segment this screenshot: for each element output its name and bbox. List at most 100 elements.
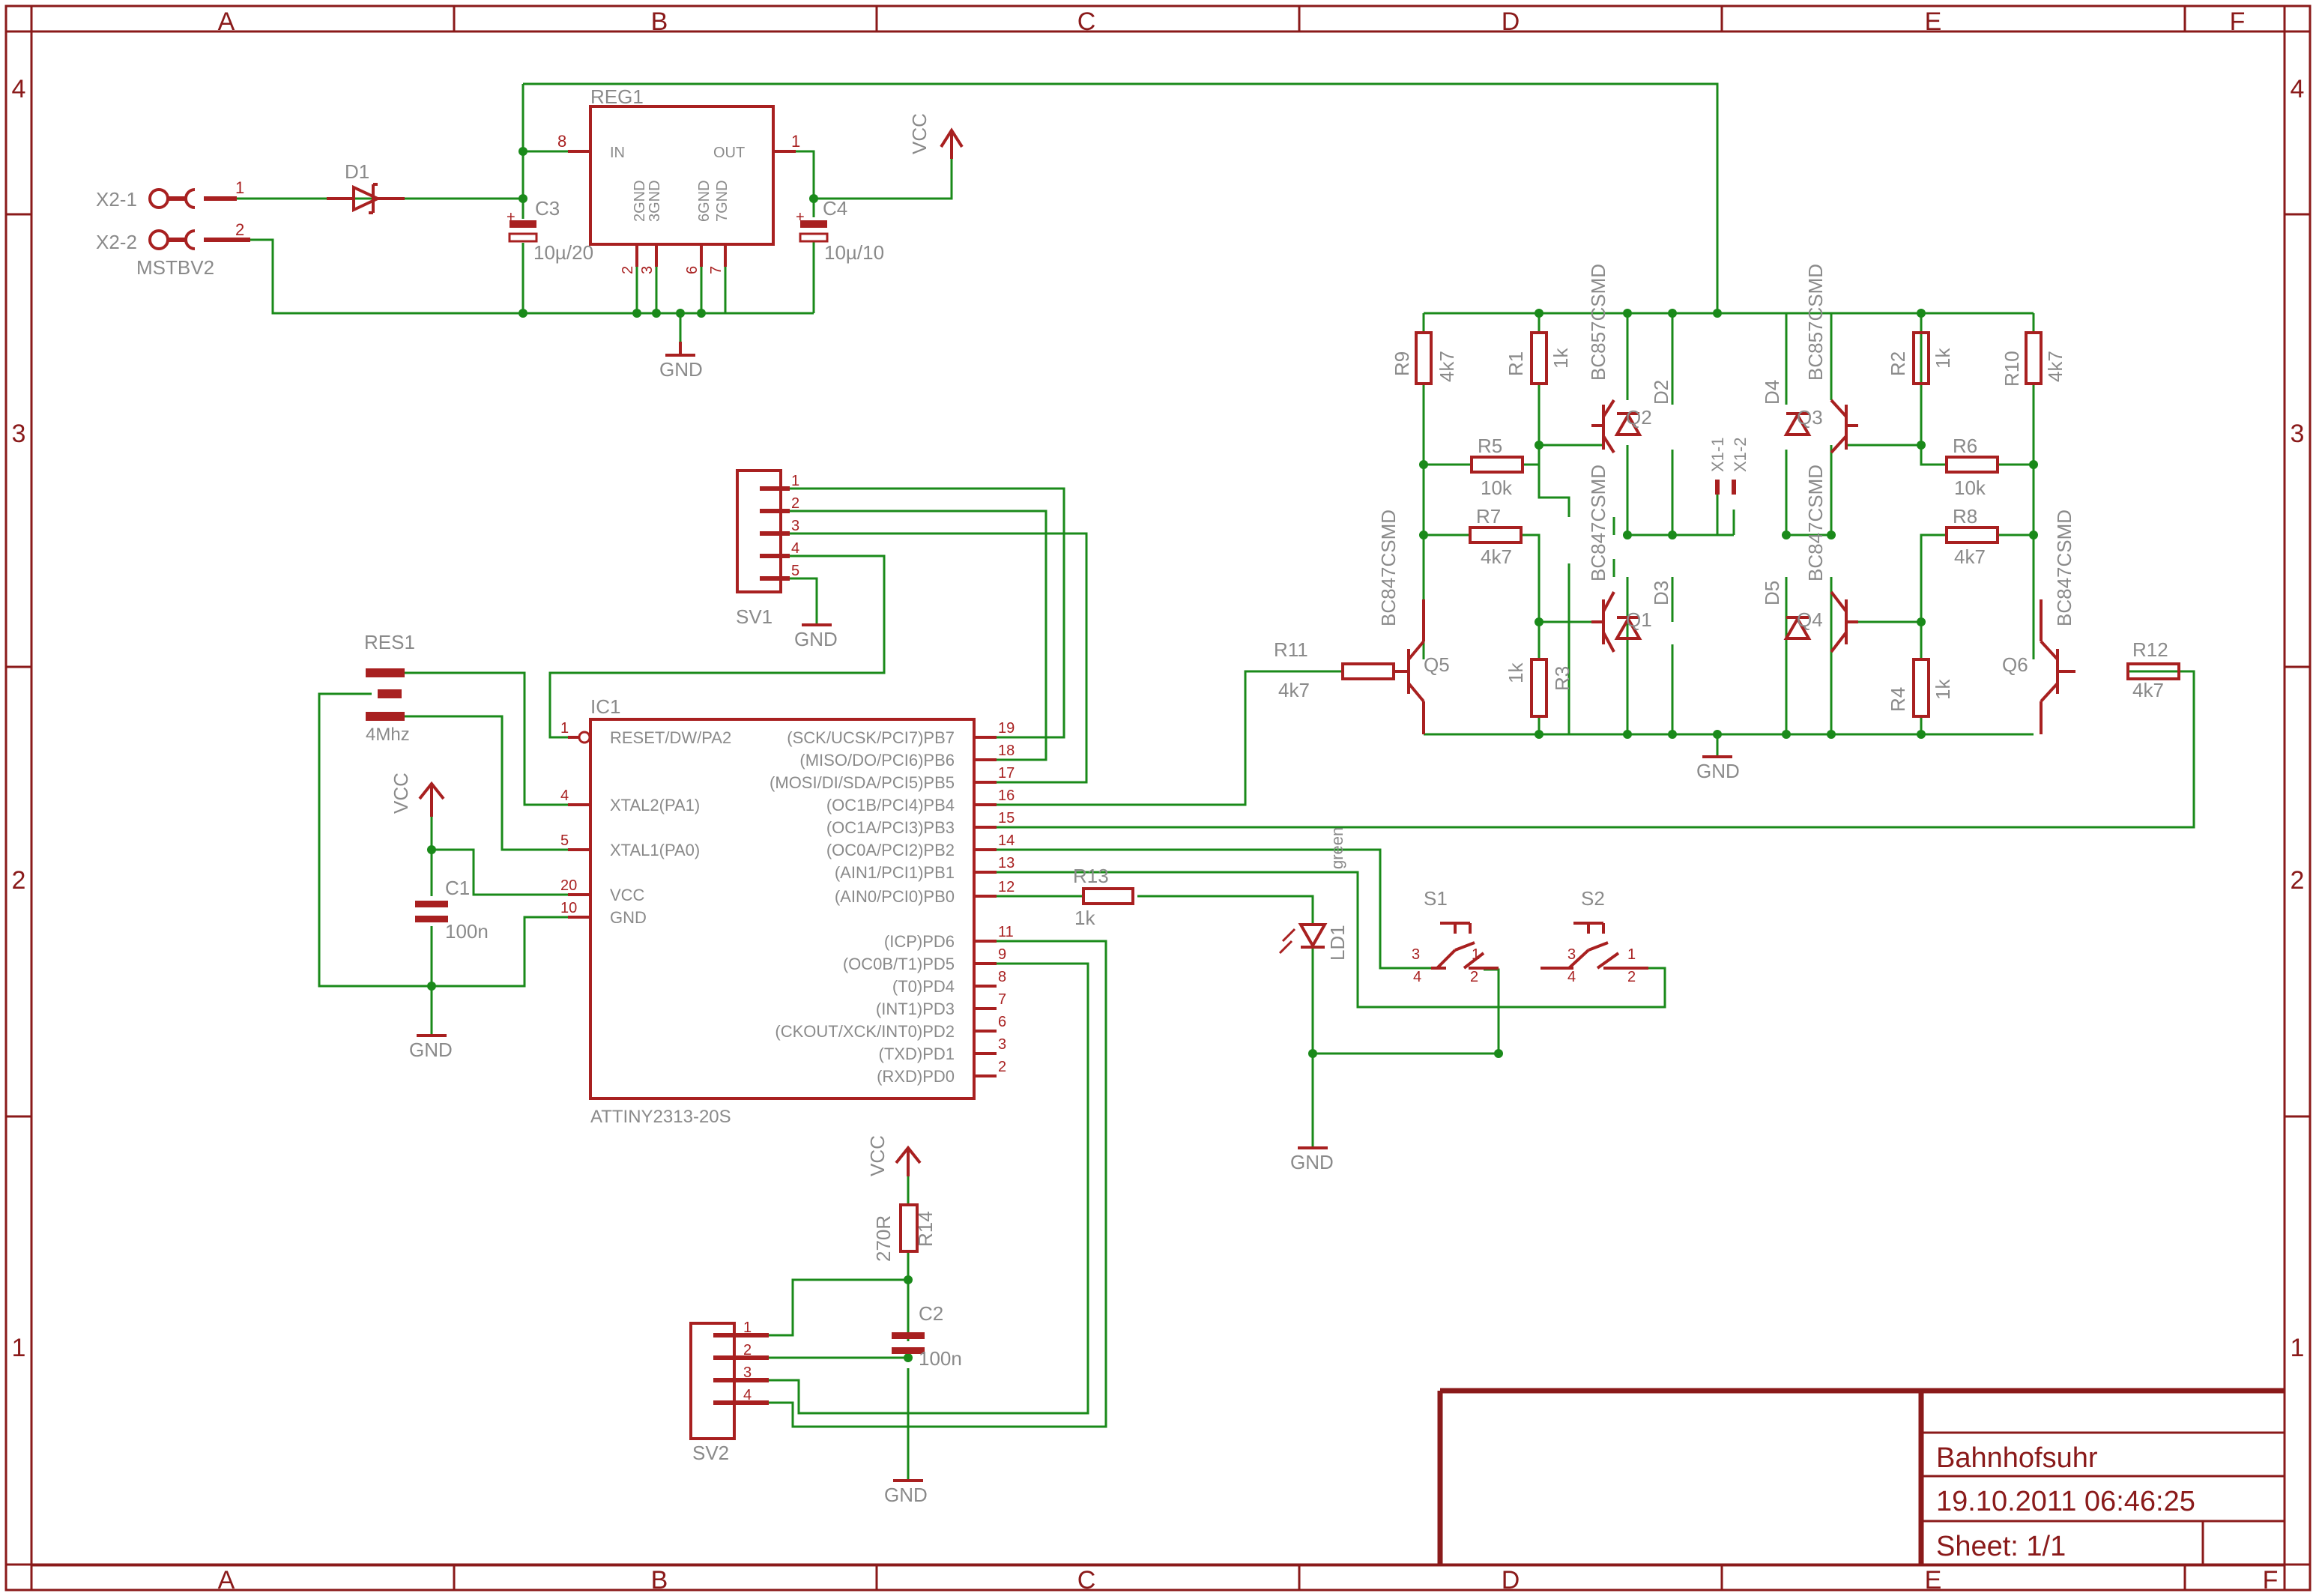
ic1-pin-name: (CKOUT/XCK/INT0)PD2 — [775, 1022, 955, 1041]
q5-label: Q5 — [1424, 653, 1450, 676]
gnd-label-bridge: GND — [1696, 760, 1740, 782]
q4-type: BC847CSMD — [1804, 465, 1827, 581]
col-label-b-bottom: B — [651, 1566, 668, 1595]
ic1-pin-name: (MOSI/DI/SDA/PCI5)PB5 — [770, 773, 955, 792]
sv2-pin4: 4 — [743, 1387, 752, 1403]
ic1-pin-name: (ICP)PD6 — [884, 932, 955, 951]
ic1-pin-number: 11 — [998, 924, 1014, 940]
s2-label: S2 — [1581, 887, 1605, 910]
r11-label: R11 — [1274, 638, 1308, 661]
reg1-pin3: 3 — [639, 266, 656, 274]
res1-value: 4Mhz — [366, 725, 410, 745]
r10-label: R10 — [2001, 351, 2023, 387]
header-sv2: SV2 1 2 3 4 — [689, 1320, 769, 1464]
x2-2-label: X2-2 — [96, 231, 137, 253]
d2-label: D2 — [1650, 380, 1672, 405]
r7-label: R7 — [1476, 505, 1501, 528]
sv1-pin2: 2 — [791, 495, 799, 512]
sv2-pin2: 2 — [743, 1342, 752, 1358]
r13-label: R13 — [1073, 865, 1109, 887]
r9-value: 4k7 — [1436, 351, 1458, 382]
ic1-pin-name: VCC — [610, 886, 645, 904]
row-label-2: 2 — [12, 866, 26, 895]
r5-value: 10k — [1481, 477, 1513, 499]
row-label-1: 1 — [12, 1334, 26, 1362]
r12-value: 4k7 — [2132, 679, 2164, 701]
row-label-4: 4 — [12, 75, 26, 103]
c3-plus: + — [507, 209, 515, 226]
resonator-res1: RES1 4Mhz — [364, 631, 415, 745]
r6-value: 10k — [1954, 477, 1986, 499]
d4-label: D4 — [1761, 380, 1783, 405]
reg1-gnd3: 3GND — [647, 180, 663, 222]
ic1-pin-number: 15 — [998, 810, 1015, 826]
col-label-d: D — [1502, 7, 1520, 36]
sv1-pin1: 1 — [791, 473, 799, 489]
gnd-label-led: GND — [1290, 1151, 1334, 1173]
x2-pin1: 1 — [235, 178, 244, 197]
junctions — [427, 147, 2038, 1362]
q1-type: BC847CSMD — [1587, 465, 1609, 581]
power-symbols — [417, 127, 1732, 1482]
sheet-number: Sheet: 1/1 — [1936, 1531, 2066, 1562]
ic1-pin-name: GND — [610, 908, 647, 927]
reg1-pin7: 7 — [708, 266, 725, 274]
x2-pin2: 2 — [235, 220, 244, 239]
title-block: Bahnhofsuhr 19.10.2011 06:46:25 Sheet: 1… — [1437, 1388, 2285, 1565]
r8-value: 4k7 — [1954, 545, 1986, 568]
capacitor-c1: C1 100n — [415, 877, 489, 943]
ic1-pin-number: 16 — [998, 788, 1015, 804]
ic1-pin-name: RESET/DW/PA2 — [610, 728, 731, 747]
r3-label: R3 — [1551, 666, 1573, 691]
ic1-pin-number: 7 — [998, 991, 1006, 1008]
drawing-frame — [4, 4, 2312, 1592]
s1-pin4: 4 — [1413, 969, 1421, 985]
d3-label: D3 — [1650, 581, 1672, 605]
ic1-pin-number: 9 — [998, 946, 1006, 963]
gnd-label-reg: GND — [659, 358, 703, 381]
r2-value: 1k — [1932, 348, 1954, 369]
ic1-pin-number: 18 — [998, 743, 1015, 759]
reg1-gnd7: 7GND — [714, 180, 731, 222]
r8-label: R8 — [1953, 505, 1977, 528]
ic1-pin-number: 1 — [560, 720, 569, 737]
gnd-label-sv1: GND — [794, 628, 838, 650]
regulator-reg1: REG1 IN OUT 2GND 3GND 6GND 7GND 8 1 2 3 … — [557, 85, 800, 274]
reg1-pin6: 6 — [684, 266, 701, 274]
q5-type: BC847CSMD — [1377, 510, 1400, 626]
c3-label: C3 — [535, 197, 560, 220]
ic1-value: ATTINY2313-20S — [590, 1107, 731, 1127]
s2-pin4: 4 — [1567, 969, 1576, 985]
capacitor-c4: + C4 10µ/10 — [796, 197, 884, 264]
s2-pin1: 1 — [1627, 946, 1636, 963]
d1-label: D1 — [345, 160, 369, 183]
r6-label: R6 — [1953, 435, 1977, 457]
col-label-e-bottom: E — [1925, 1566, 1942, 1595]
ic1-pin-name: (AIN0/PCI0)PB0 — [835, 887, 955, 906]
ic1-pin-number: 12 — [998, 879, 1015, 895]
col-label-c-bottom: C — [1077, 1566, 1096, 1595]
r1-label: R1 — [1505, 351, 1527, 376]
ic1-pin-name: (RXD)PD0 — [877, 1067, 955, 1086]
r12-label: R12 — [2132, 638, 2168, 661]
ic1-pin-number: 2 — [998, 1059, 1006, 1075]
res1-label: RES1 — [364, 631, 415, 653]
ld1-label: LD1 — [1326, 925, 1349, 961]
col-label-d-bottom: D — [1502, 1566, 1520, 1595]
reg1-pin2: 2 — [620, 266, 636, 274]
reg1-gnd6: 6GND — [696, 180, 713, 222]
x1-2-label: X1-2 — [1731, 438, 1750, 472]
c2-value: 100n — [919, 1347, 962, 1370]
ic1-right-pins: 19(SCK/UCSK/PCI7)PB718(MISO/DO/PCI6)PB61… — [770, 720, 1015, 1086]
ic1-pin-name: (OC0B/T1)PD5 — [843, 955, 955, 973]
bridge-resistor-labels: R9 4k7 R1 1k R2 1k R10 4k7 R5 10k R6 10k… — [1274, 348, 2168, 712]
gnd-label-c1: GND — [409, 1039, 453, 1061]
s2-pin2: 2 — [1627, 969, 1636, 985]
col-label-c: C — [1077, 7, 1096, 36]
ic1-pin-number: 3 — [998, 1036, 1006, 1053]
c3-value: 10µ/20 — [533, 241, 593, 264]
q2-type: BC857CSMD — [1587, 264, 1609, 381]
d5-label: D5 — [1761, 581, 1783, 605]
